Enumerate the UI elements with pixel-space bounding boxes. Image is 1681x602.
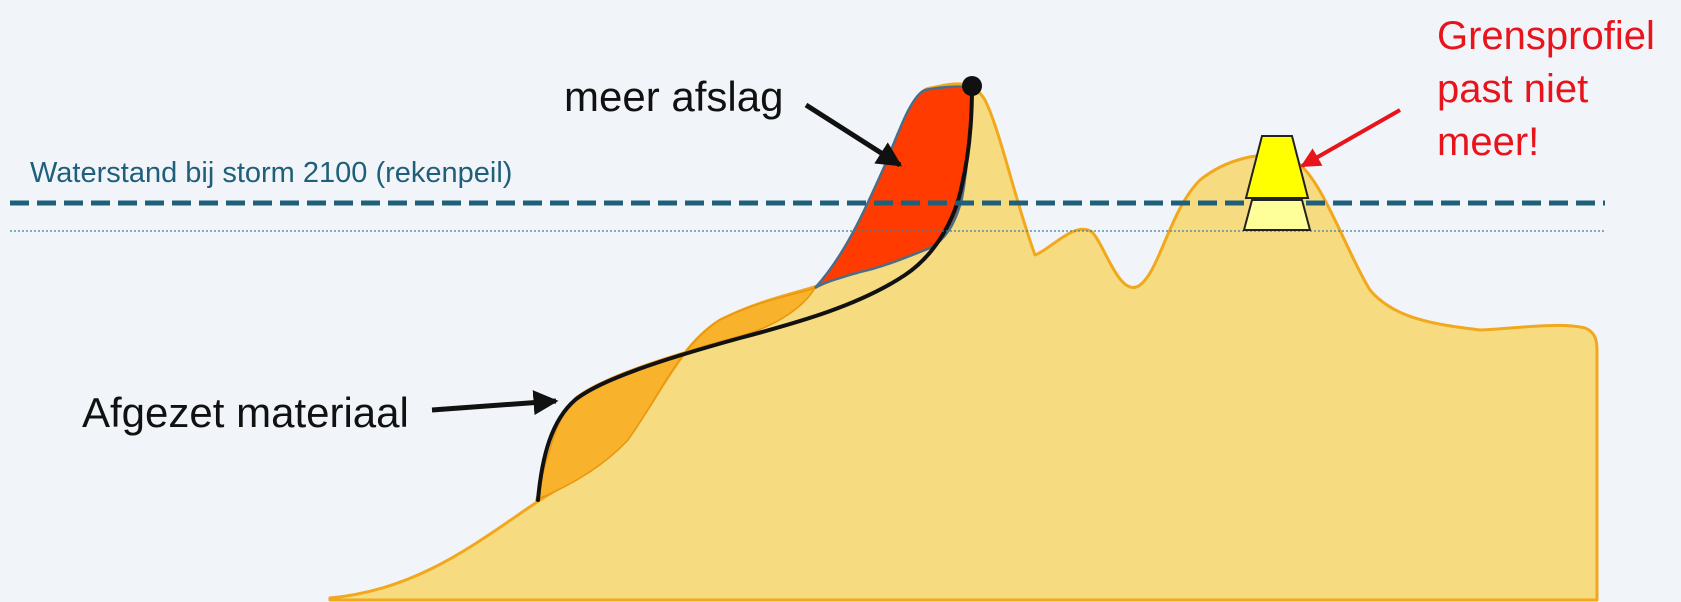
limit-profile-warning-line1: Grensprofiel xyxy=(1437,14,1655,58)
post-storm-profile-line xyxy=(536,85,974,502)
limit-profile-warning-line2: past niet xyxy=(1437,67,1589,111)
limit-profile-arrow xyxy=(1300,108,1401,168)
deposited-material-label: Afgezet materiaal xyxy=(82,389,409,436)
limit-profile-warning: Grensprofiel past niet meer! xyxy=(1437,10,1655,169)
erosion-label-arrow xyxy=(804,102,903,168)
limit-profile-upper xyxy=(1244,135,1310,199)
limit-profile-lower xyxy=(1242,199,1312,231)
erosion-point-marker xyxy=(962,76,982,96)
deposit-label-arrow xyxy=(431,390,559,416)
limit-profile-warning-line3: meer! xyxy=(1437,120,1540,164)
water-level-label: Waterstand bij storm 2100 (rekenpeil) xyxy=(30,157,513,189)
more-erosion-label: meer afslag xyxy=(564,73,784,120)
